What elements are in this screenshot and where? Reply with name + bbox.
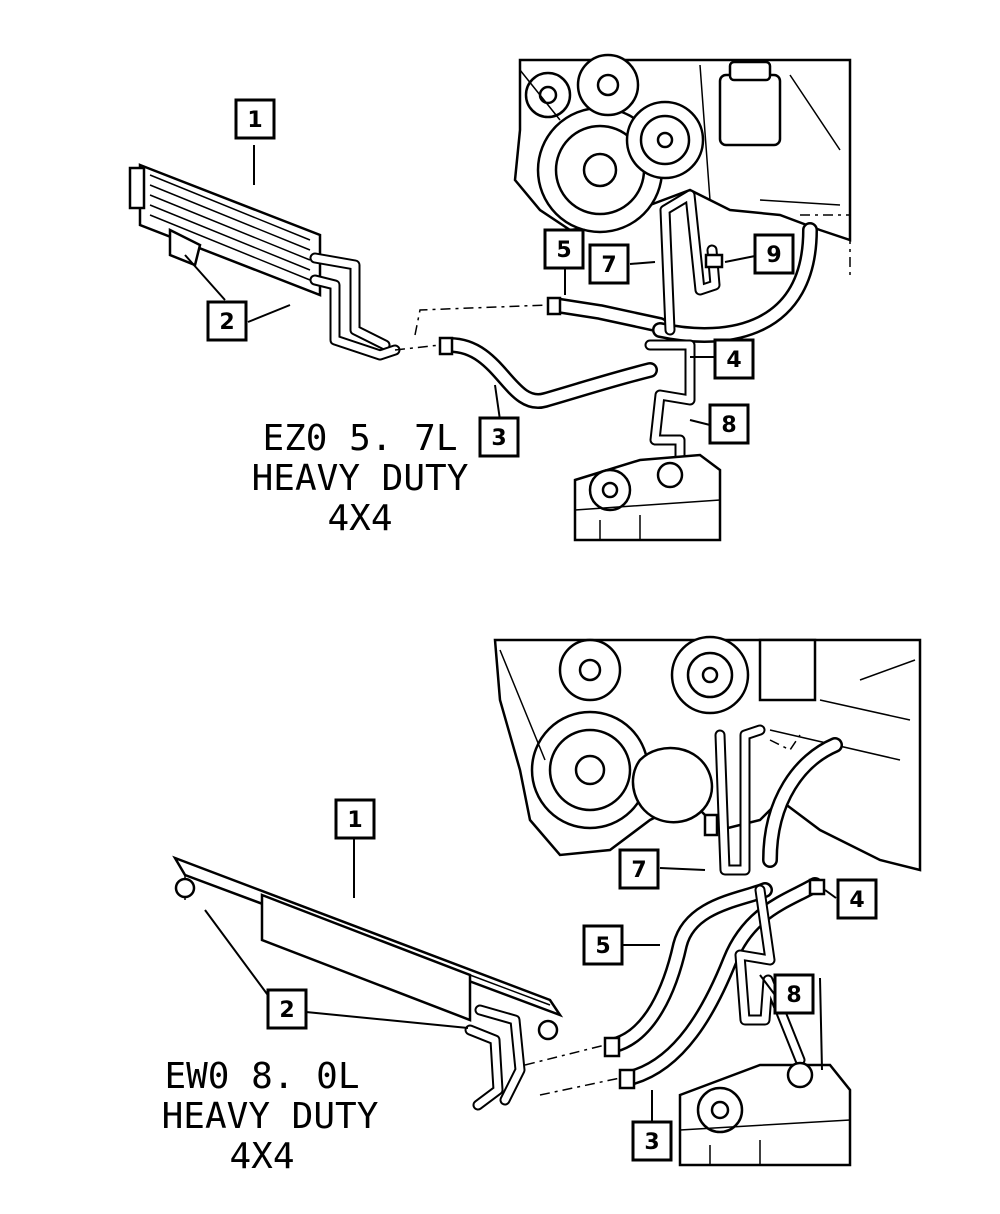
svg-text:7: 7 <box>631 858 646 883</box>
upper-callout-2: 2 <box>206 300 248 342</box>
upper-steering-gear <box>573 453 722 542</box>
upper-callout-4: 4 <box>713 338 755 380</box>
upper-callout-7: 7 <box>588 243 630 285</box>
lower-hose-3 <box>622 877 823 1086</box>
upper-pressure-line <box>644 189 721 471</box>
lower-hose-5 <box>607 882 773 1053</box>
upper-hose-5 <box>547 297 668 333</box>
upper-cooler-tubes <box>309 252 401 361</box>
svg-text:HEAVY DUTY: HEAVY DUTY <box>162 1096 379 1137</box>
upper-hose-3 <box>442 337 658 409</box>
svg-text:4: 4 <box>726 348 741 373</box>
lower-callout-8: 8 <box>773 973 815 1015</box>
svg-text:5: 5 <box>595 934 610 959</box>
lower-caption: EW0 8. 0L HEAVY DUTY 4X4 <box>162 1056 379 1177</box>
upper-cooler <box>128 163 322 297</box>
svg-text:3: 3 <box>644 1130 659 1155</box>
upper-callout-3: 3 <box>478 416 520 458</box>
upper-callout-8: 8 <box>708 403 750 445</box>
upper-hose-return <box>652 222 818 343</box>
lower-assembly: 1 2 3 4 5 7 8 EW0 8. 0L HEAVY DUTY 4X4 <box>162 635 922 1177</box>
lower-callout-5: 5 <box>582 924 624 966</box>
upper-fitting-9 <box>704 253 724 269</box>
lower-callout-2: 2 <box>266 988 308 1030</box>
lower-leaders <box>204 838 837 1122</box>
lower-callout-7: 7 <box>618 848 660 890</box>
svg-text:1: 1 <box>247 108 262 133</box>
svg-text:EZ0 5. 7L: EZ0 5. 7L <box>262 418 457 459</box>
lower-callout-3: 3 <box>631 1120 673 1162</box>
lower-cooler <box>172 855 564 1041</box>
svg-text:1: 1 <box>347 808 362 833</box>
lower-connection-line-2 <box>539 1077 621 1096</box>
svg-text:HEAVY DUTY: HEAVY DUTY <box>252 458 469 499</box>
upper-caption: EZ0 5. 7L HEAVY DUTY 4X4 <box>252 418 469 539</box>
upper-clamp <box>546 296 562 316</box>
lower-cooler-tubes <box>464 1004 526 1111</box>
svg-text:2: 2 <box>219 310 234 335</box>
svg-text:8: 8 <box>786 983 801 1008</box>
upper-assembly: 1 2 3 4 5 7 8 9 EZ0 5. 7L HEAVY DUTY 4X4 <box>128 53 852 542</box>
lower-clamp-2 <box>618 1068 636 1090</box>
lower-pressure-line <box>714 724 806 1066</box>
lower-fitting-7 <box>703 813 719 837</box>
svg-text:3: 3 <box>491 426 506 451</box>
lower-connection-line-1 <box>524 1044 606 1066</box>
upper-fitting <box>438 336 454 356</box>
upper-connection-line-1 <box>394 344 441 351</box>
upper-leaders <box>184 145 756 426</box>
svg-text:9: 9 <box>766 243 781 268</box>
lower-callout-4: 4 <box>836 878 878 920</box>
svg-text:5: 5 <box>556 238 571 263</box>
upper-callout-1: 1 <box>234 98 276 140</box>
upper-callout-5: 5 <box>543 228 585 270</box>
lower-clamp-1 <box>603 1036 621 1058</box>
upper-callout-9: 9 <box>753 233 795 275</box>
svg-text:EW0 8. 0L: EW0 8. 0L <box>164 1056 359 1097</box>
lower-fitting-4 <box>808 878 826 896</box>
svg-text:7: 7 <box>601 253 616 278</box>
svg-text:8: 8 <box>721 413 736 438</box>
svg-text:2: 2 <box>279 998 294 1023</box>
svg-text:4X4: 4X4 <box>327 498 392 539</box>
lower-hose-return <box>762 737 843 868</box>
lower-engine-illustration <box>493 635 922 872</box>
svg-text:4X4: 4X4 <box>229 1136 294 1177</box>
upper-connection-line-2 <box>414 304 549 336</box>
svg-text:4: 4 <box>849 888 864 913</box>
lower-steering-gear <box>678 1061 852 1167</box>
upper-engine-illustration <box>513 53 852 280</box>
lower-callout-1: 1 <box>334 798 376 840</box>
